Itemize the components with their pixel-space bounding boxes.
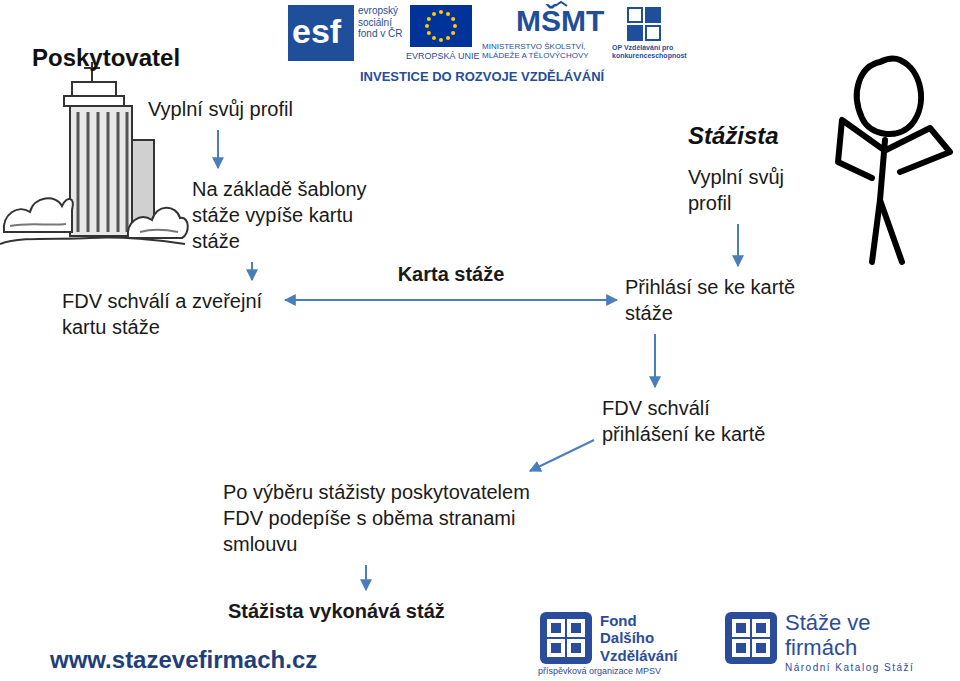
esf-logo — [288, 5, 354, 61]
step-text: Přihlásí se ke kartě stáže — [625, 274, 830, 326]
eu-star — [451, 31, 455, 35]
eu-star — [425, 24, 429, 28]
logo-text: MINISTERSTVO ŠKOLSTVÍ, MLÁDEŽE A TĚLOVÝC… — [482, 42, 614, 60]
flow-arrow — [530, 440, 594, 471]
column-heading: Poskytovatel — [32, 44, 180, 72]
flow-arrow — [217, 130, 219, 168]
op-logo — [628, 8, 660, 40]
step-text: Po výběru stážisty poskytovatelem FDV po… — [223, 479, 563, 557]
eu-star — [451, 17, 455, 21]
eu-star — [427, 31, 431, 35]
column-heading: Stážista — [688, 122, 779, 150]
step-text-box: Vyplní svůj profil — [686, 162, 810, 218]
flow-arrow — [285, 299, 617, 301]
eu-star — [432, 12, 436, 16]
eu-star — [453, 24, 457, 28]
edge-label: Karta stáže — [395, 263, 508, 286]
flow-arrow — [251, 262, 253, 280]
eu-star — [427, 17, 431, 21]
logo-text: esf — [292, 12, 341, 51]
flow-arrow — [365, 565, 367, 590]
flow-arrow — [654, 334, 656, 387]
eu-star — [446, 12, 450, 16]
logo-text: OP Vzdělávání pro konkurenceschopnost — [612, 44, 692, 60]
eu-stars — [425, 10, 457, 42]
eu-star — [432, 36, 436, 40]
fdv-logo — [540, 612, 592, 664]
logo-text: evropský sociální fond v ČR — [358, 5, 414, 40]
step-text: Vyplní svůj profil — [688, 164, 808, 216]
step-text-box: Vyplní svůj profil — [146, 94, 295, 124]
staze-logo — [725, 612, 777, 664]
step-text: Stážista vykonává stáž — [228, 598, 445, 624]
slogan: INVESTICE DO ROZVOJE VZDĚLÁVÁNÍ — [360, 70, 604, 85]
logo-text: EVROPSKÁ UNIE — [406, 51, 480, 61]
logo-text: Národní Katalog Stáží — [785, 662, 914, 674]
logo-text: Stáže ve firmách — [785, 610, 925, 661]
step-text: Vyplní svůj profil — [148, 96, 293, 122]
step-text-box: FDV schválí přihlášení ke kartě — [600, 393, 794, 449]
logo-text: MŠMT — [516, 4, 604, 39]
eu-star — [446, 36, 450, 40]
flow-arrow — [737, 224, 739, 266]
step-text-box: Na základě šablony stáže vypíše kartu st… — [190, 174, 394, 256]
eu-flag — [410, 5, 472, 47]
eu-star — [439, 10, 443, 14]
eu-star — [439, 38, 443, 42]
building-icon — [0, 62, 188, 244]
step-text: FDV schválí přihlášení ke kartě — [602, 395, 792, 447]
person-figure — [838, 59, 950, 262]
step-text-box: Přihlásí se ke kartě stáže — [623, 272, 832, 328]
step-text-box: FDV schválí a zveřejní kartu stáže — [60, 286, 279, 342]
step-text: Na základě šablony stáže vypíše kartu st… — [192, 176, 392, 254]
logo-text: Fond Dalšího Vzdělávání — [600, 612, 684, 664]
step-text-box: Stážista vykonává stáž — [226, 596, 447, 626]
logo-text: příspěvková organizace MPSV — [538, 666, 661, 676]
web-address: www.stazevefirmach.cz — [50, 646, 317, 674]
step-text: FDV schválí a zveřejní kartu stáže — [62, 288, 277, 340]
step-text-box: Po výběru stážisty poskytovatelem FDV po… — [221, 477, 565, 559]
